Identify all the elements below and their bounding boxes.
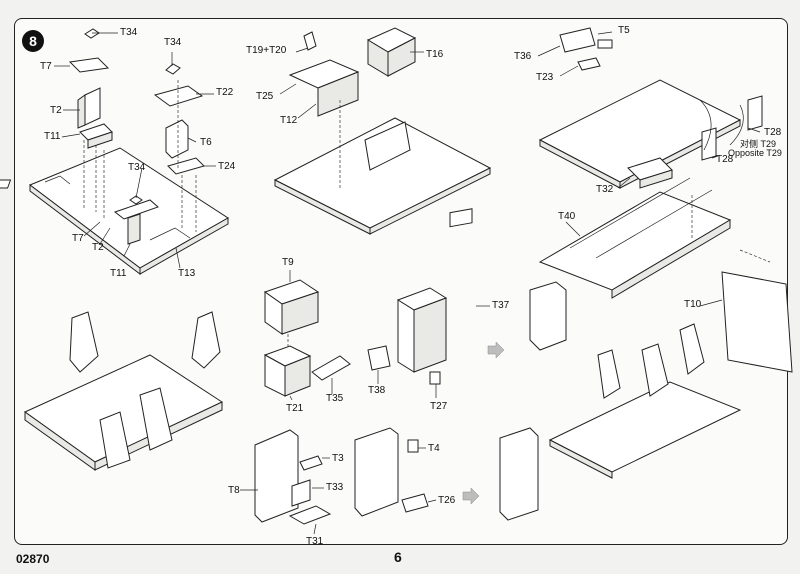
side-wall-left-assembly xyxy=(254,429,332,525)
page-number: 6 xyxy=(394,549,402,565)
part-label-t2: T2 xyxy=(50,105,62,116)
floor-assembly-right-top xyxy=(538,27,763,189)
part-label-t28: T28 xyxy=(716,154,734,165)
part-label-t13: T13 xyxy=(178,268,196,279)
part-label-t40: T40 xyxy=(558,211,576,222)
side-wall-right-assembly xyxy=(354,427,429,517)
completed-interior-right xyxy=(499,177,793,521)
part-label-t38: T38 xyxy=(368,385,386,396)
floor-assembly-middle xyxy=(273,27,492,235)
floor-assembly-left xyxy=(0,28,229,276)
seat-part-assembly xyxy=(153,63,205,175)
part-label-t11: T11 xyxy=(44,131,61,142)
part-label-t5: T5 xyxy=(618,25,630,36)
part-label-t31: T31 xyxy=(306,536,324,547)
part-label-t4: T4 xyxy=(428,443,440,454)
part-label-t11: T11 xyxy=(110,268,127,279)
part-label-t37: T37 xyxy=(492,300,510,311)
product-code: 02870 xyxy=(16,552,50,566)
part-label-t16: T16 xyxy=(426,49,444,60)
part-label-t34: T34 xyxy=(120,27,138,38)
part-label-t7: T7 xyxy=(72,233,84,244)
part-label-t34: T34 xyxy=(164,37,182,48)
part-label-t8: T8 xyxy=(228,485,240,496)
part-label-t23: T23 xyxy=(536,72,554,83)
opposite-note-en: Opposite T29 xyxy=(728,148,782,158)
part-label-t34: T34 xyxy=(128,162,146,173)
part-label-t9: T9 xyxy=(282,257,294,268)
opposite-note-cn: 对侧 T29 xyxy=(740,139,777,149)
step-number-badge: 8 xyxy=(22,30,44,52)
completed-floor-left xyxy=(24,311,224,471)
flow-arrow-upper xyxy=(487,341,505,359)
part-label-t28: T28 xyxy=(764,127,782,138)
flow-arrow-lower xyxy=(462,487,480,505)
part-label-t26: T26 xyxy=(438,495,456,506)
part-label-t12: T12 xyxy=(280,115,298,126)
part-label-t2: T2 xyxy=(92,242,104,253)
console-assembly xyxy=(263,279,351,397)
cabinet-assembly xyxy=(367,208,473,385)
part-label-t36: T36 xyxy=(514,51,532,62)
part-label-t22: T22 xyxy=(216,87,234,98)
part-label-t21: T21 xyxy=(286,403,304,414)
part-label-t27: T27 xyxy=(430,401,448,412)
part-label-t33: T33 xyxy=(326,482,344,493)
part-label-t24: T24 xyxy=(218,161,236,172)
part-label-t6: T6 xyxy=(200,137,212,148)
part-label-t32: T32 xyxy=(596,184,614,195)
part-label-t25: T25 xyxy=(256,91,274,102)
part-label-t19-t20: T19+T20 xyxy=(246,45,287,56)
part-label-t35: T35 xyxy=(326,393,344,404)
part-label-t10: T10 xyxy=(684,299,702,310)
part-label-t3: T3 xyxy=(332,453,344,464)
part-label-t7: T7 xyxy=(40,61,52,72)
